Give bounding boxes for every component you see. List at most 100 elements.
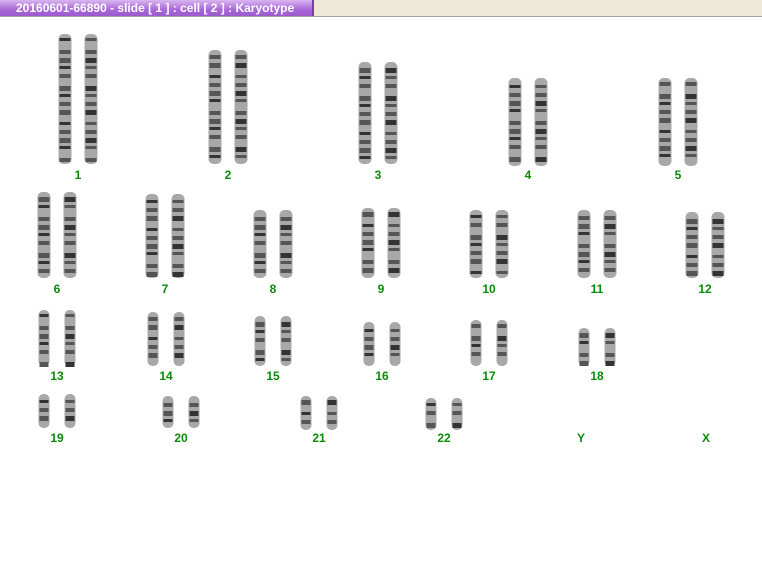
chromosome-band [59,50,71,54]
chromosome-band [85,138,97,143]
chromosome-label-12: 12 [698,282,712,296]
chromosome-band [59,122,71,125]
chromosome-band [209,119,221,124]
chromosome-band [65,408,75,412]
chromosome-band [659,146,671,151]
chromosome-label-10: 10 [482,282,496,296]
chromosome-band [85,58,97,63]
chromosome-band [362,248,374,251]
chromosome-band [659,94,671,99]
chromosome-band [64,197,76,202]
chromosome-band [163,419,173,422]
chromosome-band [712,243,724,248]
chromosome-band [280,261,292,264]
chromosome-band [209,99,221,102]
chromosome-band [388,212,400,217]
chromosome-band [327,420,337,424]
chromosome-band [85,38,97,41]
chromosome-band [38,233,50,236]
chromosome-band [535,157,547,162]
chromosome-band [327,400,337,405]
chromosome-band [385,112,397,116]
chromosome-band [148,337,158,340]
chromosome-band [64,205,76,208]
chromosome-band [712,271,724,276]
chromosome-band [39,350,49,354]
chromosome-band [174,353,184,358]
chromosome-band [172,200,184,203]
chromosome-band [359,120,371,125]
chromosome-band [235,91,247,96]
chromosome-band [359,148,371,153]
chromosome-label-14: 14 [159,369,173,383]
chromosome-band [578,252,590,257]
chromosome-band [59,130,71,134]
chromosome-band [686,235,698,239]
chromosome-band [390,337,400,341]
chromosome-band [65,362,75,367]
chromosome-band [146,208,158,212]
chromosome-band [362,260,374,264]
chromosome-band [471,344,481,347]
chromosome-band [59,66,71,69]
chromosome-band [209,55,221,59]
chromosome-band [362,224,374,227]
chromosome-band [235,99,247,102]
chromosome-pair-20 [162,396,200,428]
chromosome-label-4: 4 [524,168,532,182]
chromosome-band [359,96,371,101]
chromosome-band [452,423,462,428]
chromosome-band [39,362,49,367]
chromosome-label-19: 19 [50,431,64,445]
chromosome-band [146,264,158,268]
chromosome-label-3: 3 [374,168,382,182]
chromosome-band [470,271,482,274]
chromosome-band [535,145,547,149]
chromosome-pair-6 [37,192,77,278]
chromosome-pair-14 [147,312,185,366]
chromosome-band [686,227,698,230]
chromosome-band [174,325,184,330]
chromosome-band [385,156,397,159]
chromosome-band [388,224,400,227]
chromosome-band [362,240,374,245]
chromosome-band [172,264,184,268]
chromosome-band [146,272,158,277]
chromosome-band [605,361,615,366]
chromosome-band [254,253,266,258]
window-tab[interactable]: 20160601-66890 - slide [ 1 ] : cell [ 2 … [0,0,314,16]
chromosome-band [281,350,291,355]
chromosome-band [388,268,400,273]
chromosome-band [59,146,71,149]
chromosome-band [509,129,521,134]
chromosome-band [604,224,616,229]
chromosome-band [535,129,547,134]
chromosome-band [209,147,221,152]
chromosome-band [685,82,697,86]
chromosome-band [685,138,697,142]
chromosome-band [65,342,75,345]
chromosome-label-15: 15 [266,369,280,383]
chromosome-band [255,330,265,333]
chromosome-band [604,232,616,235]
chromosome-band [172,236,184,240]
chromosome-band [148,353,158,358]
chromosome-band [172,244,184,249]
chromosome-band [38,241,50,245]
chromosome-band [59,38,71,41]
chromosome-band [388,260,400,264]
chromosome-band [189,419,199,422]
chromosome-band [364,329,374,332]
chromosome-band [578,232,590,235]
chromosome-band [509,145,521,149]
chromosome-band [470,215,482,218]
title-bar: 20160601-66890 - slide [ 1 ] : cell [ 2 … [0,0,762,17]
chromosome-label-11: 11 [590,282,604,296]
chromosome-band [146,252,158,255]
chromosome-band [364,345,374,350]
chromosome-band [38,253,50,258]
chromosome-band [685,110,697,114]
chromosome-band [605,353,615,357]
chromosome-band [189,411,199,416]
chromosome-label-5: 5 [674,168,682,182]
